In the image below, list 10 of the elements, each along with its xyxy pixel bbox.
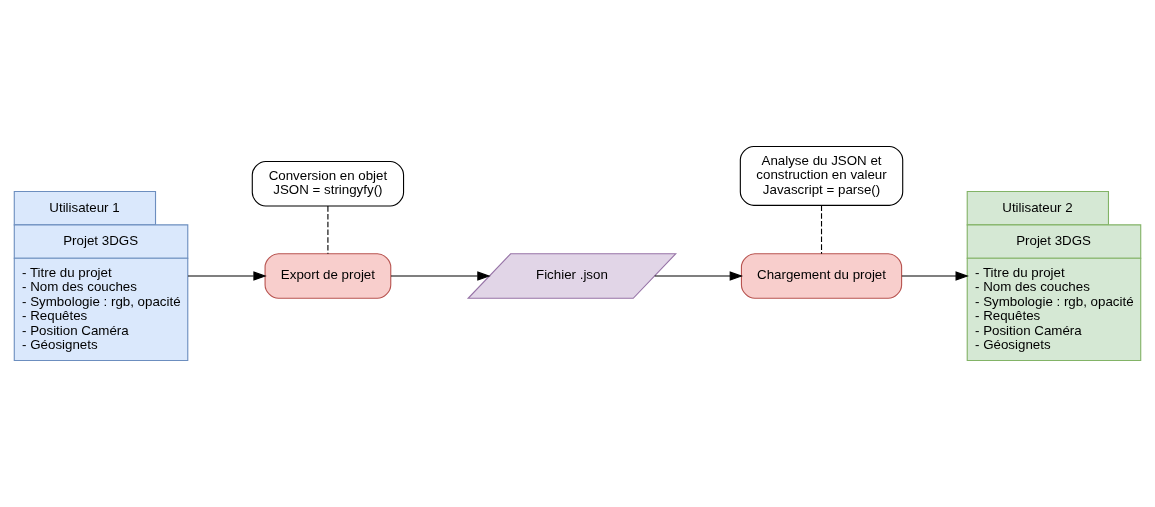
arrow (654, 271, 743, 281)
connector (820, 204, 823, 255)
connector (327, 205, 329, 255)
node-box: Export de projet (264, 253, 392, 299)
node-box: Analyse du JSON et construction en valeur Javascript = parse() (739, 145, 904, 206)
arrow (390, 271, 491, 281)
arrow (187, 271, 267, 281)
node-box: Conversion en objet JSON = stringyfy() (251, 160, 405, 207)
arrow (901, 271, 969, 281)
node-box: Chargement du projet (740, 253, 903, 299)
